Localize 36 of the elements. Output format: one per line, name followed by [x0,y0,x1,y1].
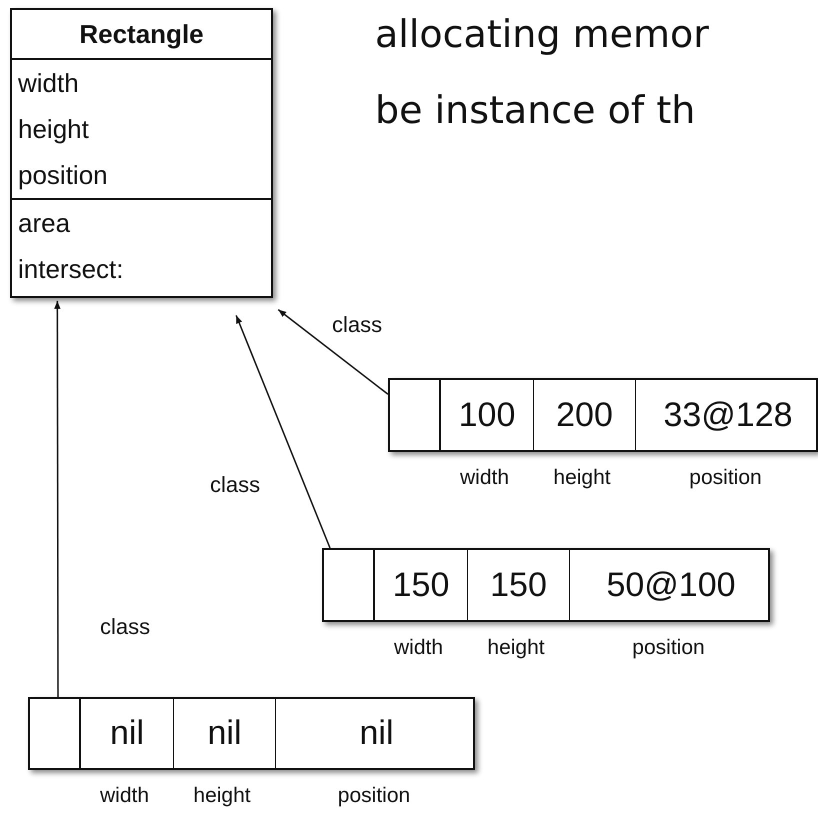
value-cell: 200 [533,380,635,450]
pointer-cell [324,550,374,620]
heading-text: allocating memor [375,12,709,56]
arrow [235,315,331,548]
field-label: width [100,784,150,808]
method-name: intersect: [18,253,124,286]
class-name: Rectangle [79,18,204,51]
field-label: position [689,466,762,490]
field-label: height [193,784,251,808]
attribute-name: height [18,113,89,146]
field-label: position [338,784,410,808]
object-record [388,378,818,452]
value-cell: nil [275,699,477,768]
value-cell: 150 [374,550,467,620]
value-cell: 150 [467,550,569,620]
arrow [54,300,61,697]
pointer-cell [390,380,440,450]
field-label: height [487,636,545,660]
arrow [278,309,388,395]
value-cell: nil [173,699,275,768]
value-cell: 50@100 [569,550,772,620]
heading-text: be instance of th [375,88,696,132]
attribute-name: width [18,67,79,100]
method-name: area [18,207,70,240]
value-cell: 33@128 [635,380,818,450]
class-box [10,8,273,298]
object-record [28,697,475,770]
field-label: width [460,466,510,490]
attribute-name: position [18,159,108,192]
value-cell: nil [80,699,173,768]
object-record [322,548,770,622]
value-cell: 100 [440,380,533,450]
field-label: height [553,466,611,490]
field-label: position [632,636,705,660]
field-label: width [394,636,444,660]
pointer-cell [30,699,80,768]
